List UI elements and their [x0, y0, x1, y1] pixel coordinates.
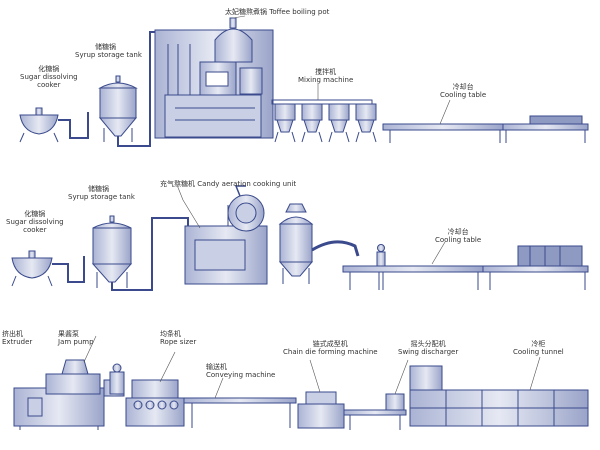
row1-sugar-cooker-drawing	[19, 107, 59, 143]
label-zh: 冷却台	[452, 83, 474, 91]
label-zh: 化糖锅	[24, 210, 46, 218]
label-en: Sugar dissolving	[20, 73, 78, 82]
label-en: Extruder	[2, 338, 33, 347]
label-en2: cooker	[37, 81, 61, 90]
label-zh: 储糖锅	[88, 185, 109, 193]
row3-conveying-machine-drawing	[183, 397, 297, 428]
label-en: Syrup storage tank	[68, 193, 135, 202]
row3-cooling-tunnel-drawing	[409, 365, 589, 427]
label-mixing-machine: 搅拌机 Mixing machine	[298, 68, 353, 84]
row1-cooling-table-drawing	[382, 115, 589, 143]
label-sugar-cooker-row1: 化糖锅 Sugar dissolving cooker	[20, 65, 78, 89]
label-rope-sizer: 均条机 Rope sizer	[160, 330, 196, 346]
label-syrup-tank-row2: 储糖锅 Syrup storage tank	[68, 185, 135, 201]
label-en: Cooling tunnel	[513, 348, 564, 357]
label-zh: 摇头分配机	[410, 340, 446, 348]
row2-aeration-unit-drawing	[184, 185, 360, 285]
label-en: Conveying machine	[206, 371, 276, 380]
label-cooling-tunnel: 冷柜 Cooling tunnel	[513, 340, 564, 356]
label-zh: 太妃糖熬煮锅	[225, 8, 267, 16]
label-jam-pump: 果酱泵 Jam pump	[58, 330, 94, 346]
label-en2: cooker	[23, 226, 47, 235]
label-cooling-table-row1: 冷却台 Cooling table	[440, 83, 486, 99]
label-en: Mixing machine	[298, 76, 354, 85]
label-en: Chain die forming machine	[283, 348, 378, 357]
row1-syrup-tank-drawing	[98, 75, 138, 142]
row3-jam-pump-drawing	[109, 363, 125, 395]
leader-lines	[83, 15, 541, 399]
label-en: Toffee boiling pot	[269, 8, 330, 16]
label-zh: 果酱泵	[58, 330, 79, 338]
label-zh: 输送机	[206, 363, 227, 371]
label-en: Candy aeration cooking unit	[197, 180, 297, 188]
label-en: Swing discharger	[398, 348, 459, 357]
label-zh: 储糖锅	[95, 43, 116, 51]
label-zh: 冷却台	[447, 228, 469, 236]
row3-rope-sizer-drawing	[125, 379, 185, 427]
row3-chain-die-drawing	[297, 391, 345, 429]
label-extruder: 挤出机 Extruder	[2, 330, 32, 346]
row2-syrup-tank-drawing	[91, 215, 133, 288]
label-en: Jam pump	[58, 338, 94, 347]
label-zh: 冷柜	[531, 340, 546, 348]
label-zh: 充气熬糖机	[160, 180, 195, 188]
row1-mixing-machines-drawing	[271, 99, 377, 143]
row3-swing-discharger-drawing	[343, 393, 407, 430]
label-en: Sugar dissolving	[6, 218, 64, 227]
label-en: Rope sizer	[160, 338, 197, 347]
label-sugar-cooker-row2: 化糖锅 Sugar dissolving cooker	[6, 210, 64, 234]
label-en: Syrup storage tank	[75, 51, 142, 60]
row1-toffee-pot-drawing	[154, 17, 274, 139]
label-cooling-table-row2: 冷却台 Cooling table	[435, 228, 481, 244]
label-zh: 挤出机	[2, 330, 23, 338]
row2-cooling-table-drawing	[342, 244, 589, 290]
label-syrup-tank-row1: 储糖锅 Syrup storage tank	[75, 43, 142, 59]
label-en: Cooling table	[440, 91, 487, 100]
row2-sugar-cooker-drawing	[11, 250, 53, 287]
row3-extruder-drawing	[13, 359, 125, 430]
label-zh: 均条机	[160, 330, 181, 338]
label-zh: 搅拌机	[315, 68, 337, 76]
label-aeration-unit: 充气熬糖机 Candy aeration cooking unit	[160, 180, 296, 188]
label-zh: 化糖锅	[38, 65, 60, 73]
label-conveying-machine: 输送机 Conveying machine	[206, 363, 275, 379]
label-en: Cooling table	[435, 236, 482, 245]
label-chain-die: 链式成型机 Chain die forming machine	[283, 340, 378, 356]
label-toffee-pot: 太妃糖熬煮锅 Toffee boiling pot	[225, 8, 329, 16]
label-zh: 链式成型机	[312, 340, 348, 348]
label-swing-discharger: 摇头分配机 Swing discharger	[398, 340, 458, 356]
